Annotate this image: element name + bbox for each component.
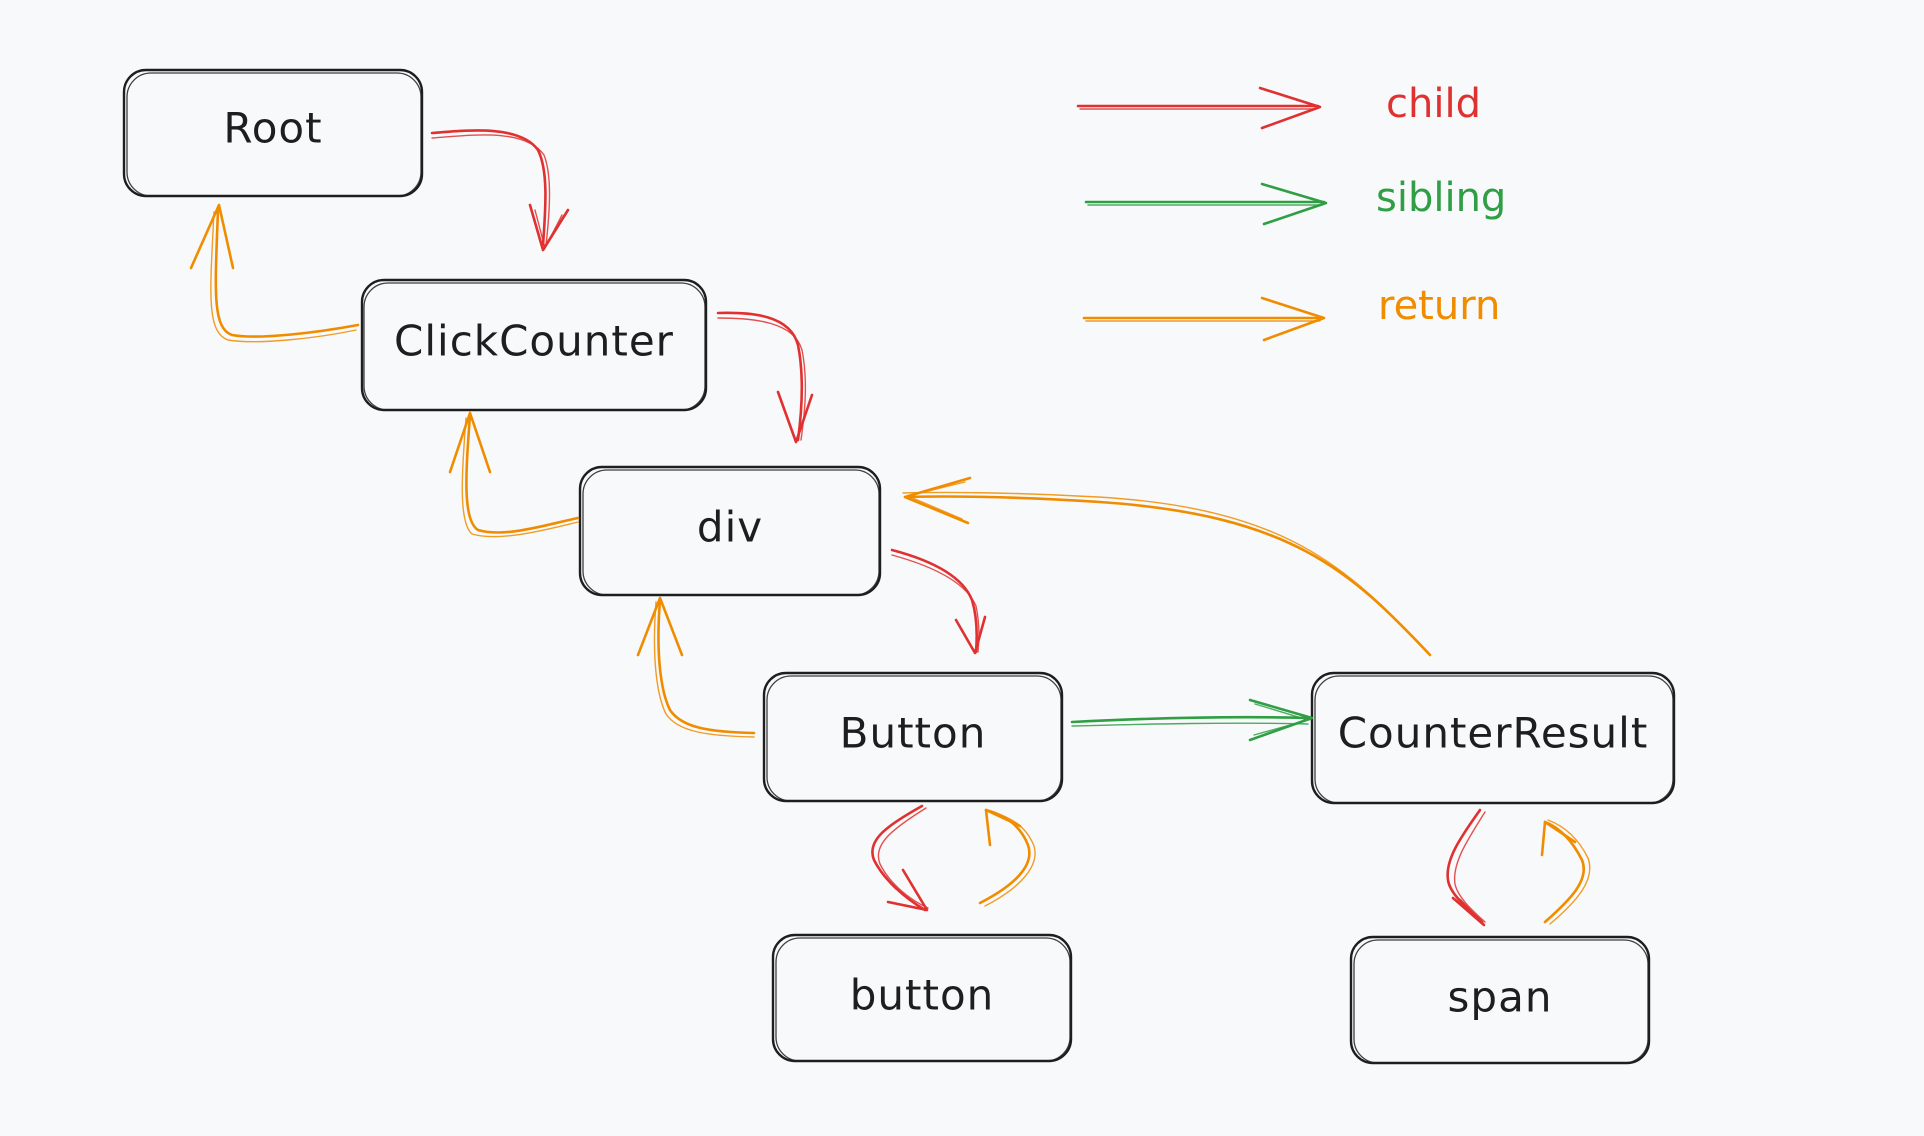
edge-return-button-div	[636, 596, 756, 738]
edge-return-div-clickcounter	[448, 411, 580, 538]
edge-child-div-button	[890, 548, 987, 655]
node-root[interactable]: Root	[122, 68, 424, 198]
legend-sibling-label: sibling	[1376, 175, 1506, 221]
node-span[interactable]: span	[1349, 935, 1651, 1065]
node-button-component-label: Button	[840, 709, 987, 758]
legend: child sibling return	[1076, 81, 1506, 342]
edge-return-clickcounter-root	[189, 203, 360, 343]
legend-child: child	[1076, 81, 1481, 130]
node-counter-result-label: CounterResult	[1338, 709, 1649, 758]
edge-return-span-counterresult	[1540, 819, 1591, 925]
child-edges	[430, 129, 1486, 927]
node-span-label: span	[1448, 973, 1553, 1022]
legend-child-label: child	[1386, 81, 1481, 127]
edge-sibling-button-counterresult	[1070, 698, 1314, 742]
node-button-element[interactable]: button	[771, 933, 1073, 1063]
edge-child-button-buttonelement	[871, 804, 929, 912]
edge-return-counterresult-div	[902, 476, 1432, 657]
edge-child-clickcounter-div	[716, 311, 814, 444]
legend-sibling: sibling	[1084, 175, 1506, 226]
node-div-label: div	[697, 503, 763, 552]
node-counter-result[interactable]: CounterResult	[1310, 671, 1676, 805]
edge-child-counterresult-span	[1446, 808, 1486, 927]
legend-return: return	[1082, 283, 1500, 342]
edge-child-root-clickcounter	[430, 129, 570, 252]
node-button-element-label: button	[850, 971, 995, 1020]
edge-return-buttonelement-button	[978, 808, 1036, 907]
node-button-component[interactable]: Button	[762, 671, 1064, 803]
node-div[interactable]: div	[578, 465, 882, 597]
node-click-counter-label: ClickCounter	[394, 317, 674, 366]
sibling-edges	[1070, 698, 1314, 742]
return-edges	[189, 203, 1591, 925]
node-click-counter[interactable]: ClickCounter	[360, 278, 708, 412]
node-root-label: Root	[223, 104, 322, 153]
legend-return-label: return	[1378, 283, 1500, 329]
